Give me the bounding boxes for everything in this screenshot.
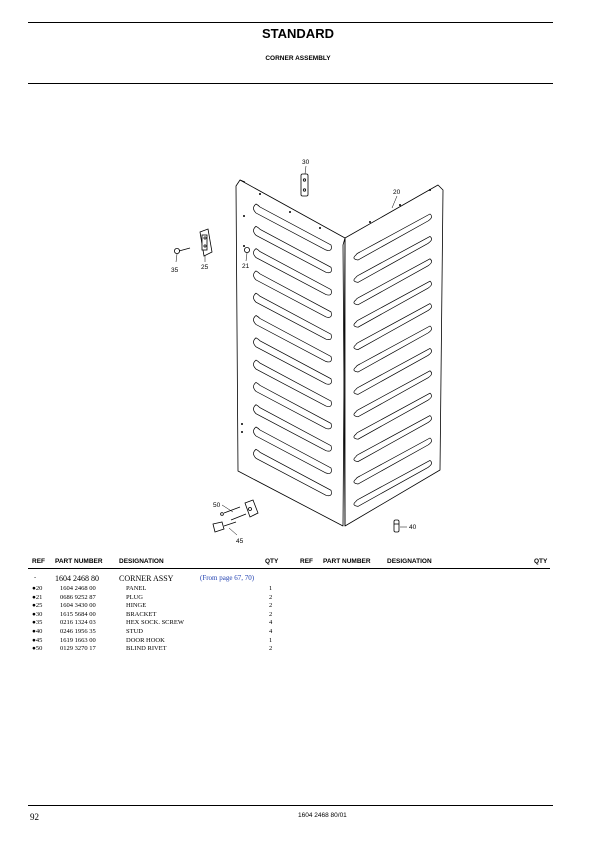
callout-50: 50 (213, 502, 221, 509)
page-subtitle: CORNER ASSEMBLY (265, 55, 331, 62)
cell-ref: ●40 (32, 628, 43, 635)
louver-slot (353, 370, 432, 418)
cell-part-number: 0686 9252 87 (60, 593, 96, 601)
louver-slot (253, 426, 332, 474)
screw-part (173, 247, 191, 254)
louver-slot (353, 392, 432, 440)
table-header-rule (28, 568, 550, 569)
louver-slot (353, 459, 432, 507)
cell-designation: HEX SOCK. SCREW (126, 619, 184, 627)
col-header-designation: DESIGNATION (119, 558, 164, 565)
cell-qty: 1 (269, 585, 273, 592)
louver-slot (253, 270, 332, 318)
left-louvers (253, 203, 332, 497)
cell-ref: ●30 (32, 610, 43, 618)
col-header-designation-right: DESIGNATION (387, 558, 432, 565)
door-hook-part (212, 499, 259, 533)
cell-part-number: 1615 5684 00 (60, 610, 96, 618)
cell-designation: HINGE (126, 602, 147, 610)
corner-assembly-drawing: 30 20 35 25 21 50 45 40 (171, 159, 444, 545)
cell-designation: PANEL (126, 585, 147, 592)
cell-designation: PLUG (126, 593, 143, 601)
cell-ref: ●20 (32, 585, 43, 592)
cell-designation: BLIND RIVET (126, 645, 167, 653)
callout-25: 25 (201, 264, 209, 271)
callout-40: 40 (409, 524, 417, 531)
main-note-link[interactable]: (From page 67, 70) (200, 574, 255, 582)
col-header-ref-right: REF (300, 558, 313, 565)
cell-designation: BRACKET (126, 610, 157, 618)
cell-ref: ●45 (32, 636, 43, 644)
callout-35: 35 (171, 267, 179, 274)
louver-slot (353, 280, 432, 328)
cell-ref: ●25 (32, 602, 43, 610)
callout-45: 45 (236, 538, 244, 545)
cell-qty: 2 (269, 645, 273, 653)
cell-designation: DOOR HOOK (126, 636, 165, 644)
louver-slot (353, 213, 432, 261)
louver-slot (253, 337, 332, 385)
footer-rule (28, 805, 553, 806)
louver-slot (253, 359, 332, 407)
page-number: 92 (30, 812, 39, 822)
cell-qty: 4 (269, 628, 273, 635)
cell-part-number: 1604 3430 00 (60, 602, 96, 610)
cell-ref: ●35 (32, 619, 43, 627)
louver-slot (253, 448, 332, 497)
louver-slot (353, 415, 432, 462)
cell-part-number: 0246 1956 35 (60, 628, 96, 635)
cell-qty: 2 (269, 593, 273, 601)
cell-qty: 2 (269, 602, 273, 610)
louver-slot (353, 437, 432, 485)
header-bottom-rule (28, 83, 553, 84)
main-designation: CORNER ASSY (119, 574, 174, 583)
cell-part-number: 0216 1324 03 (60, 619, 96, 627)
louver-slot (253, 203, 332, 251)
cell-part-number: 1619 1663 00 (60, 636, 96, 644)
louver-slot (253, 225, 332, 274)
cell-part-number: 0129 3270 17 (60, 645, 96, 653)
callout-20: 20 (393, 189, 401, 196)
cell-ref: ●50 (32, 645, 43, 653)
stud-part (393, 519, 400, 533)
main-part-number: 1604 2468 80 (55, 574, 99, 583)
top-rule (28, 22, 553, 23)
louver-slot (353, 325, 432, 373)
louver-slot (353, 235, 432, 283)
cell-qty: 4 (269, 619, 273, 627)
bracket-part (300, 173, 309, 197)
main-ref: - (34, 574, 37, 581)
callout-21: 21 (242, 263, 250, 270)
louver-slot (253, 292, 332, 340)
cell-part-number: 1604 2468 00 (60, 585, 96, 592)
col-header-qty: QTY (265, 558, 279, 565)
louver-slot (353, 347, 432, 395)
col-header-part-number: PART NUMBER (55, 558, 103, 565)
plug-part (243, 246, 250, 253)
cell-ref: ●21 (32, 593, 43, 601)
doc-number: 1604 2468 80/01 (298, 812, 347, 819)
callout-30: 30 (302, 159, 310, 166)
louver-slot (253, 381, 332, 430)
louver-slot (253, 404, 332, 452)
cell-qty: 2 (269, 610, 273, 618)
col-header-qty-right: QTY (534, 558, 548, 565)
page-title: STANDARD (262, 26, 334, 41)
col-header-part-number-right: PART NUMBER (323, 558, 371, 565)
right-louvers (353, 213, 432, 507)
louver-slot (353, 258, 432, 306)
cell-qty: 1 (269, 636, 273, 644)
cell-designation: STUD (126, 628, 143, 635)
louver-slot (253, 315, 332, 363)
louver-slot (353, 303, 432, 350)
hinge-part (199, 228, 213, 257)
louver-slot (253, 248, 332, 296)
col-header-ref: REF (32, 558, 45, 565)
